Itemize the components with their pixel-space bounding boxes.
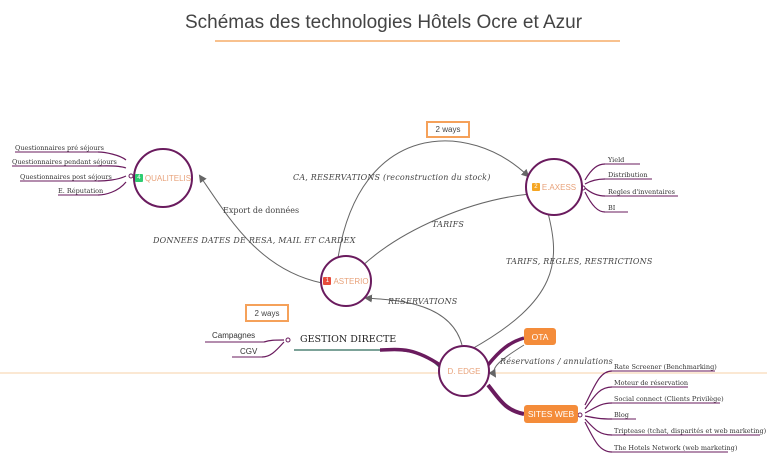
- asterio-label: ASTERIO: [333, 276, 369, 286]
- qualitelis-item: Questionnaires post séjours: [20, 173, 112, 181]
- qualitelis-item: E. Réputation: [58, 187, 104, 195]
- qualitelis-label: QUALITELIS: [144, 173, 192, 183]
- qualitelis-item: Questionnaires pendant séjours: [12, 158, 117, 166]
- page-title: Schémas des technologies Hôtels Ocre et …: [184, 12, 583, 33]
- edge-label-ca-reservations: CA, RESERVATIONS (reconstruction du stoc…: [293, 173, 491, 182]
- edge-resa-annulations: [488, 344, 525, 378]
- qualitelis-number-badge: 4: [134, 174, 143, 182]
- two-ways-box-top: 2 ways: [426, 121, 470, 138]
- sites-web-node[interactable]: SITES WEB: [524, 405, 578, 423]
- edge-tarifs-regles: [469, 212, 555, 351]
- gestion-directe-label: GESTION DIRECTE: [300, 334, 397, 345]
- gestion-item-campagnes: Campagnes: [212, 331, 256, 340]
- eaxess-item: Regles d'inventaires: [608, 188, 676, 196]
- sites-web-item: The Hotels Network (web marketing): [614, 444, 738, 452]
- eaxess-item: Distribution: [608, 171, 648, 179]
- edge-label-tarifs: TARIFS: [432, 220, 465, 229]
- asterio-number-badge: 1: [323, 277, 332, 285]
- eaxess-item: BI: [608, 204, 616, 212]
- sites-web-item: Social connect (Clients Privilège): [614, 395, 724, 403]
- gestion-item-cgv: CGV: [240, 347, 258, 356]
- sites-web-item: Rate Screener (Benchmarking): [614, 363, 717, 371]
- edge-label-export: Export de données: [223, 206, 300, 215]
- dedge-node[interactable]: D. EDGE: [438, 345, 490, 397]
- ota-node[interactable]: OTA: [524, 328, 556, 345]
- eaxess-number-badge: 2: [531, 183, 540, 191]
- sites-web-item: Moteur de réservation: [614, 379, 689, 387]
- edge-label-donnees: DONNEES DATES DE RESA, MAIL ET CARDEX: [153, 236, 356, 245]
- edge-reservations: [364, 294, 463, 346]
- sites-web-item: Blog: [614, 411, 629, 419]
- dedge-label: D. EDGE: [447, 366, 481, 376]
- edge-label-tarifs-regles: TARIFS, REGLES, RESTRICTIONS: [506, 257, 653, 266]
- eaxess-item: Yield: [608, 156, 625, 164]
- edge-label-reservations-annulations: Réservations / annulations: [500, 357, 613, 366]
- edge-tarifs: [358, 193, 531, 270]
- sites-web-item: Triptease (tchat, disparités et web mark…: [614, 427, 767, 435]
- qualitelis-item: Questionnaires pré séjours: [15, 144, 104, 152]
- edge-label-reservations: RESERVATIONS: [388, 297, 458, 306]
- edge-donnees: [198, 174, 323, 284]
- two-ways-box-bottom: 2 ways: [245, 304, 289, 322]
- edge-ca-reservations: [337, 140, 530, 259]
- eaxess-label: E.AXESS: [541, 182, 577, 192]
